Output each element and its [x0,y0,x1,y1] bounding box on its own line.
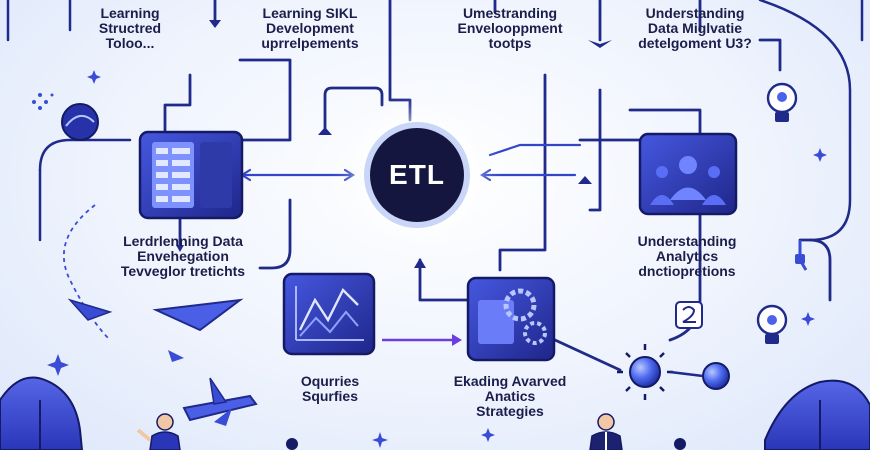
label-line: dnctiopretions [638,263,736,279]
people-figures [136,413,686,450]
label-line: Development [266,20,354,36]
label-leading-advanced-analytics: Ekading Avarved Anatics Strategies [430,374,590,419]
label-learning-data-navigation: Lerdrlenning Data Envehegation Tevveglor… [98,234,268,279]
etl-arrows [239,143,582,182]
label-line: Data Miglvatie [647,20,743,36]
label-line: Understanding [637,233,737,249]
label-line: Learning [100,5,160,21]
label-line: Analytics [655,248,719,264]
orb-nodes [617,344,730,400]
label-line: Envehegation [137,248,229,264]
decorative-icons [32,70,827,448]
label-line: Envelooppment [457,20,563,36]
gear-card [466,276,556,362]
label-line: tootps [488,35,532,51]
label-line: Understanding [645,5,745,21]
etl-label: ETL [389,159,445,190]
label-understanding-analytics: Understanding Analytics dnctiopretions [612,234,762,279]
label-line: Oqurries [300,373,360,389]
label-understanding-data-migration: Understanding Data Miglvatie detelgoment… [620,6,770,51]
label-line: Squrfies [301,388,358,404]
label-queries: Oqurries Squrfies [290,374,370,404]
label-line: Learning SIKL [262,5,358,21]
frame-lines [6,0,864,242]
data-table-card [138,130,244,220]
label-line: Lerdrlenning Data [123,233,243,249]
label-line: detelgoment U3? [638,35,752,51]
label-line: Structred [98,20,162,36]
label-learning-structured-tools: Learning Structred Toloo... [75,6,185,51]
label-line: Tevveglor tretichts [120,263,246,279]
label-line: Strategies [476,403,544,419]
arrow-heads [176,20,612,305]
label-line: Toloo... [105,35,155,51]
label-line: Umestranding [462,5,558,21]
connector-lines [163,0,832,372]
label-learning-skill-development: Learning SIKL Development uprrelpements [245,6,375,51]
line-chart-card [282,272,376,356]
label-line: Anatics [484,388,536,404]
label-line: uprrelpements [261,35,359,51]
bottom-arrow [382,334,462,346]
label-line: Ekading Avarved [453,373,567,389]
label-understanding-development-tools: Umestranding Envelooppment tootps [440,6,580,51]
leaf-shapes [0,376,870,450]
team-card [638,132,738,216]
etl-node: ETL [370,128,464,222]
